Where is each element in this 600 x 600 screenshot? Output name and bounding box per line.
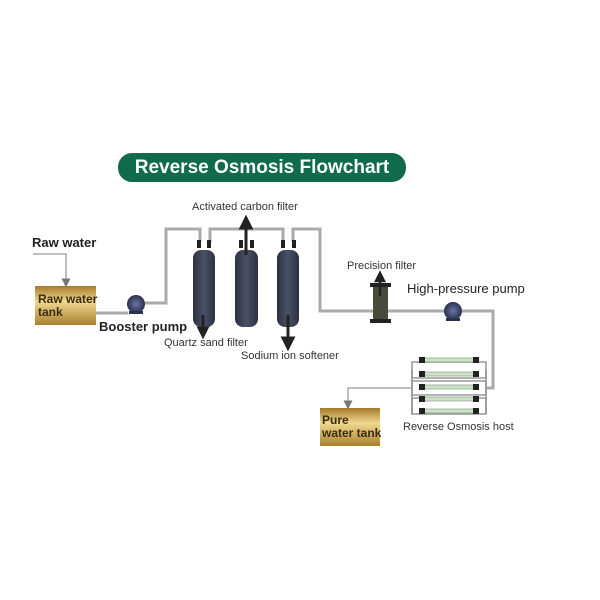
reverse-osmosis-host [411, 357, 487, 415]
sodium-ion-softener [277, 250, 299, 327]
up-arrow-icon [373, 270, 387, 296]
up-arrow-icon [238, 214, 254, 255]
quartz-sand-filter [193, 250, 215, 327]
booster-pump-label: Booster pump [99, 319, 188, 334]
pure-water-tank-label: Pure water tank [322, 413, 382, 440]
reverse-osmosis-host-label: Reverse Osmosis host [403, 421, 514, 433]
high-pressure-pump [444, 302, 462, 320]
activated-carbon-filter [235, 250, 258, 327]
down-arrow-icon [280, 315, 296, 352]
raw-water-tank [35, 286, 96, 325]
raw-water-tank-label: Raw water tank [38, 292, 98, 319]
filters [193, 214, 299, 352]
booster-pump [127, 295, 145, 313]
pure-water-tank [320, 408, 380, 446]
quartz-sand-filter-label: Quartz sand filter [164, 337, 248, 349]
sodium-ion-softener-label: Sodium ion softener [241, 350, 339, 362]
precision-filter-label: Precision filter [347, 260, 417, 272]
down-arrow-icon [196, 315, 210, 340]
high-pressure-pump-label: High-pressure pump [407, 281, 525, 296]
raw-water-label: Raw water [32, 235, 97, 250]
activated-carbon-filter-label: Activated carbon filter [192, 201, 298, 213]
precision-filter [373, 285, 388, 321]
page-title: Reverse Osmosis Flowchart [118, 153, 406, 182]
